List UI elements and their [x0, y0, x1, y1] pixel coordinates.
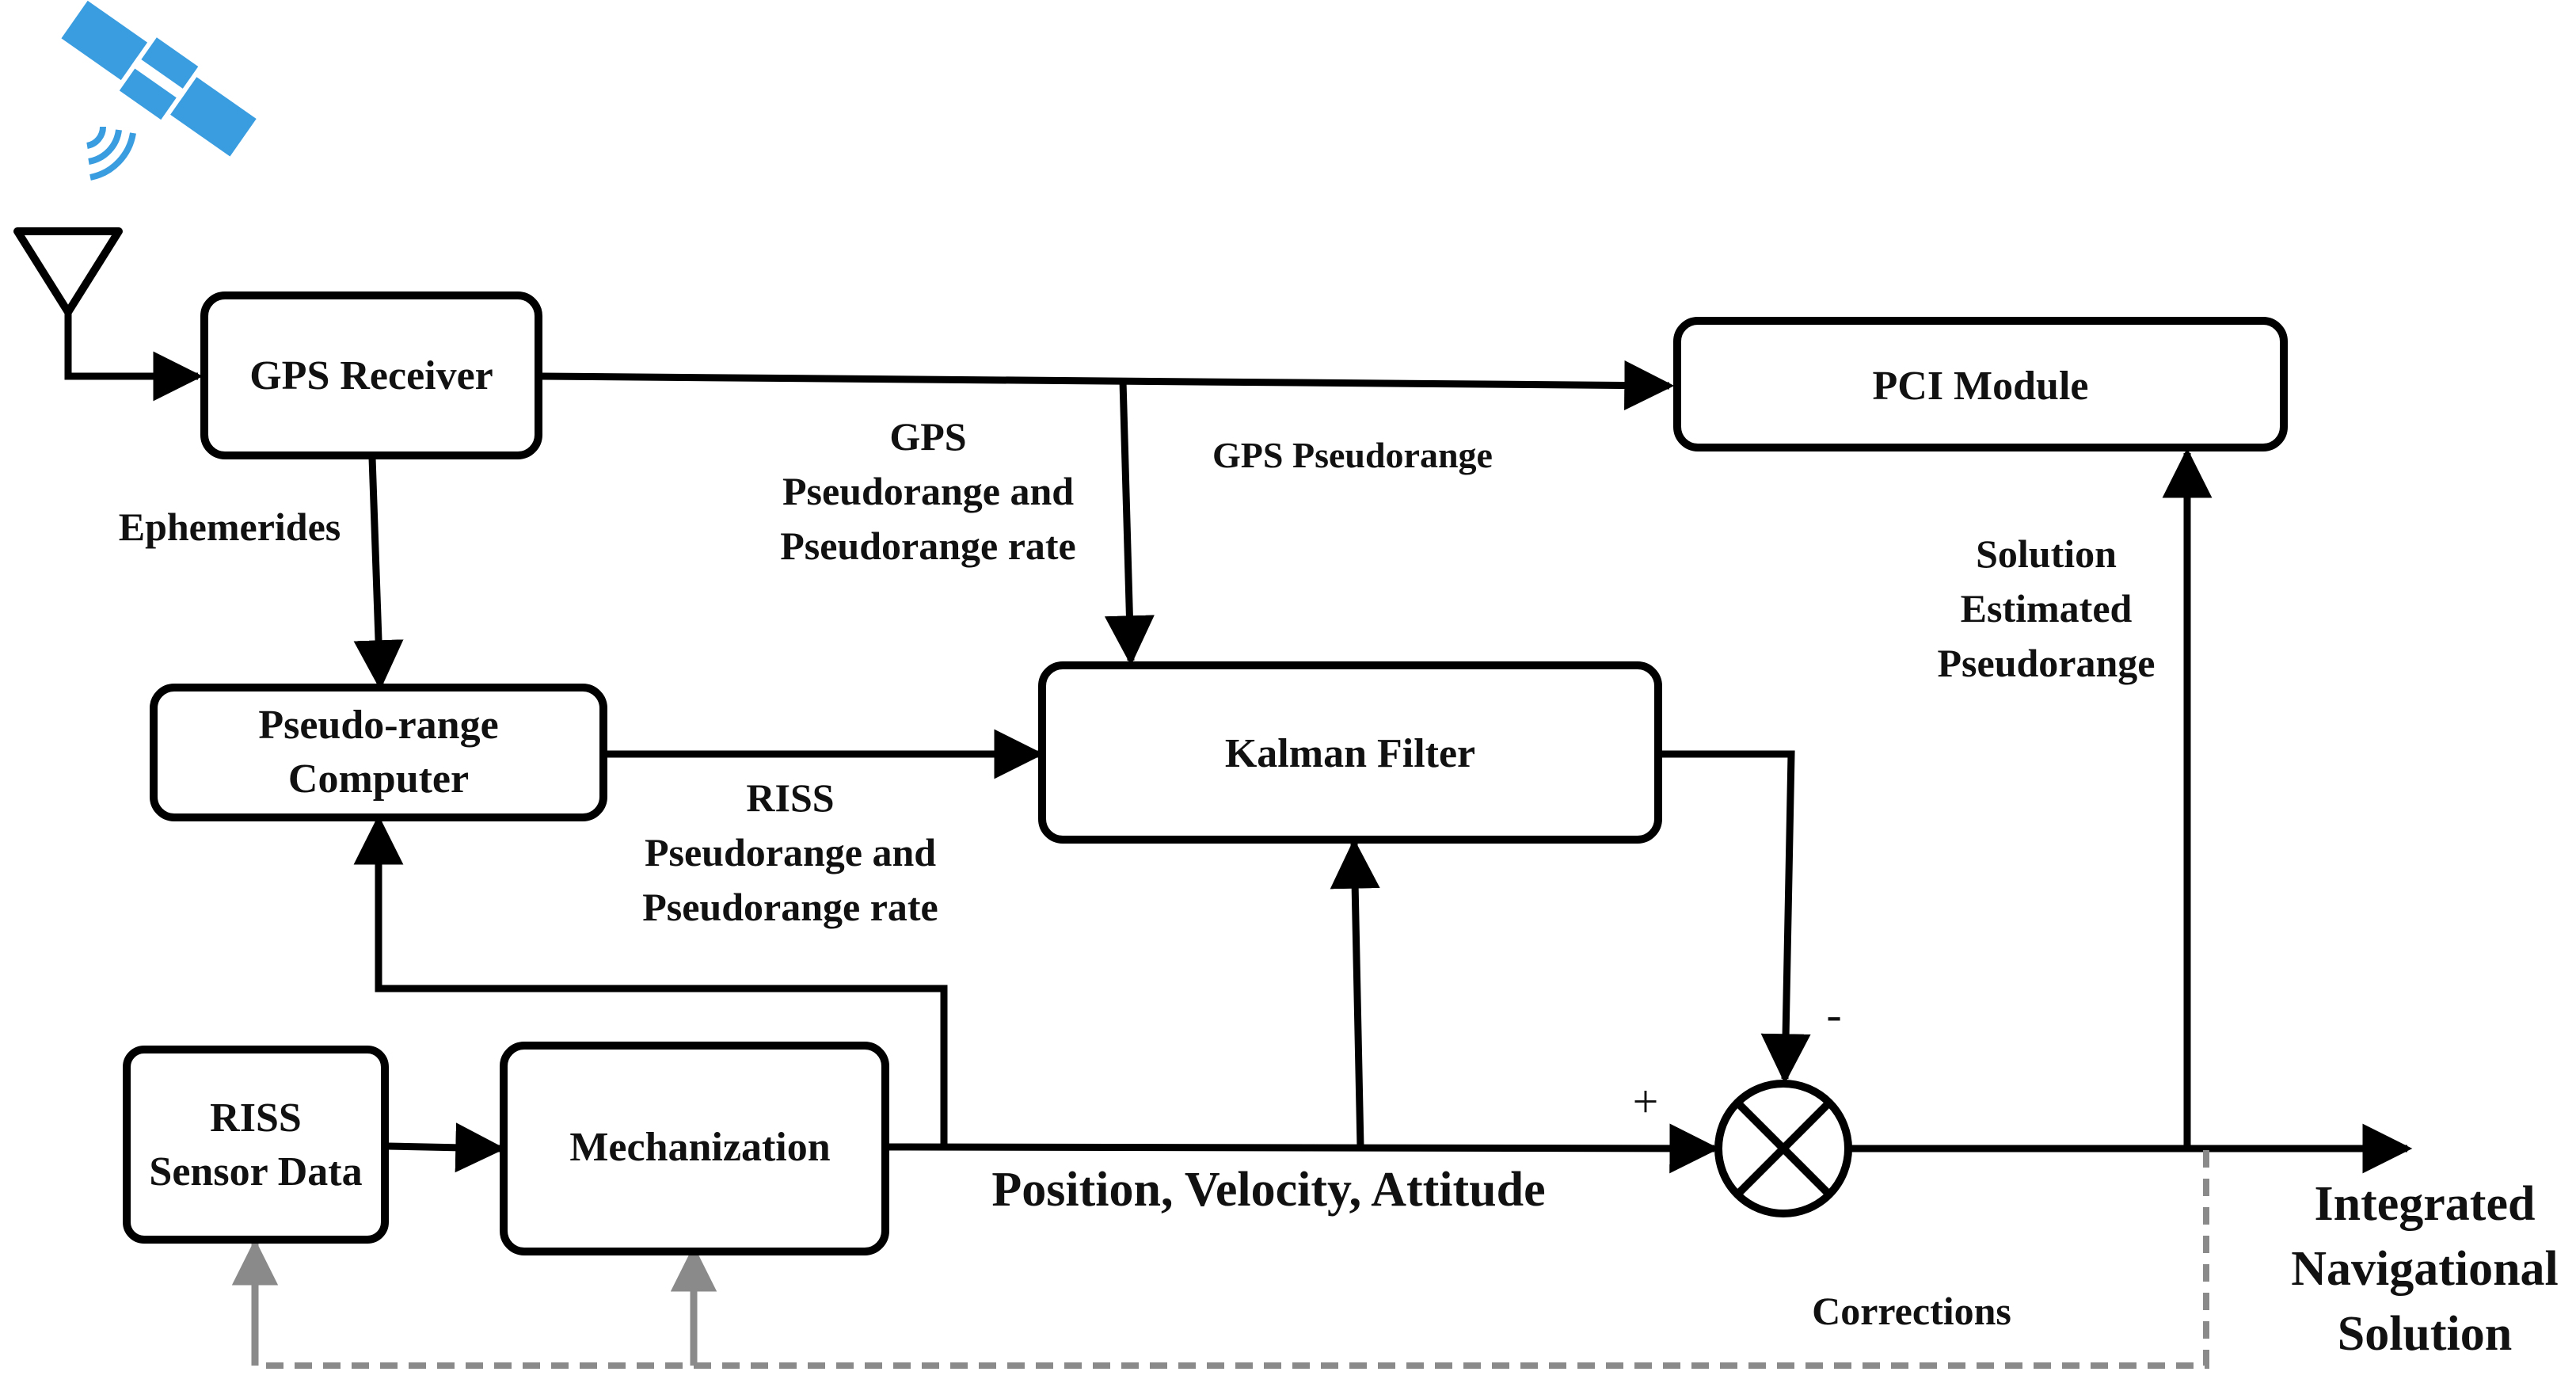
block-pci-module: PCI Module	[1673, 317, 2288, 451]
svg-text:Pseudorange and: Pseudorange and	[782, 469, 1074, 513]
svg-text:Pseudorange: Pseudorange	[1938, 641, 2156, 685]
pseudo-range-computer-label-1: Pseudo-range	[258, 703, 498, 748]
satellite-icon	[61, 0, 257, 157]
minus-sign: -	[1826, 989, 1841, 1040]
antenna-to-receiver-arrow	[64, 312, 204, 402]
pva-to-pseudorange-computer-arrow	[353, 814, 948, 1147]
pva-to-kalman-arrow	[1330, 838, 1380, 1148]
pci-module-label: PCI Module	[1873, 364, 2089, 409]
corrections-label: Corrections	[1812, 1289, 2011, 1333]
svg-text:Pseudorange rate: Pseudorange rate	[780, 524, 1076, 568]
block-kalman-filter: Kalman Filter	[1038, 661, 1662, 844]
corrections-feedback	[231, 1150, 2209, 1369]
corrections-dashed-line	[255, 1150, 2209, 1369]
receiver-to-pci-arrow	[542, 360, 1675, 411]
svg-text:Estimated: Estimated	[1961, 586, 2133, 631]
plus-sign: +	[1633, 1076, 1659, 1127]
svg-text:Integrated: Integrated	[2315, 1177, 2536, 1231]
svg-text:Pseudorange and: Pseudorange and	[645, 830, 936, 874]
gps-to-kalman-arrow	[1104, 380, 1155, 666]
gps-pseudorange-rate-label: GPS Pseudorange and Pseudorange rate	[780, 414, 1076, 568]
riss-sensor-data-label-1: RISS	[210, 1095, 302, 1141]
gps-receiver-label: GPS Receiver	[249, 353, 493, 398]
gps-pseudorange-label: GPS Pseudorange	[1212, 435, 1493, 475]
antenna-icon	[13, 227, 123, 316]
riss-pseudorange-rate-label: RISS Pseudorange and Pseudorange rate	[642, 775, 938, 929]
signal-connections	[64, 312, 2413, 1174]
svg-text:GPS: GPS	[889, 414, 966, 459]
summing-junction-icon	[1714, 1080, 1852, 1217]
kalman-to-junction-arrow	[1661, 750, 1811, 1084]
pva-to-junction-arrow	[888, 1123, 1720, 1174]
svg-text:Pseudorange rate: Pseudorange rate	[642, 885, 938, 929]
solution-estimated-pseudorange-label: Solution Estimated Pseudorange	[1938, 531, 2156, 685]
ephemerides-label: Ephemerides	[119, 505, 341, 549]
integrated-navigational-solution-label: Integrated Navigational Solution	[2291, 1177, 2559, 1361]
svg-text:Solution: Solution	[2338, 1307, 2513, 1361]
riss-sensor-data-label-2: Sensor Data	[149, 1149, 362, 1194]
kalman-filter-label: Kalman Filter	[1225, 731, 1475, 776]
block-gps-receiver: GPS Receiver	[200, 291, 542, 459]
svg-text:Solution: Solution	[1976, 531, 2117, 576]
ephemerides-arrow	[353, 457, 404, 691]
position-velocity-attitude-label: Position, Velocity, Attitude	[991, 1163, 1545, 1217]
signal-waves-icon	[86, 126, 136, 181]
svg-text:Navigational: Navigational	[2291, 1242, 2559, 1296]
pseudo-range-computer-label-2: Computer	[288, 756, 469, 802]
sensor-to-mechanization-arrow	[387, 1122, 506, 1173]
block-mechanization: Mechanization	[500, 1042, 889, 1255]
block-riss-sensor-data: RISS Sensor Data	[123, 1046, 389, 1244]
svg-text:RISS: RISS	[746, 775, 834, 820]
mechanization-label: Mechanization	[569, 1125, 830, 1170]
block-pseudo-range-computer: Pseudo-range Computer	[150, 684, 607, 821]
